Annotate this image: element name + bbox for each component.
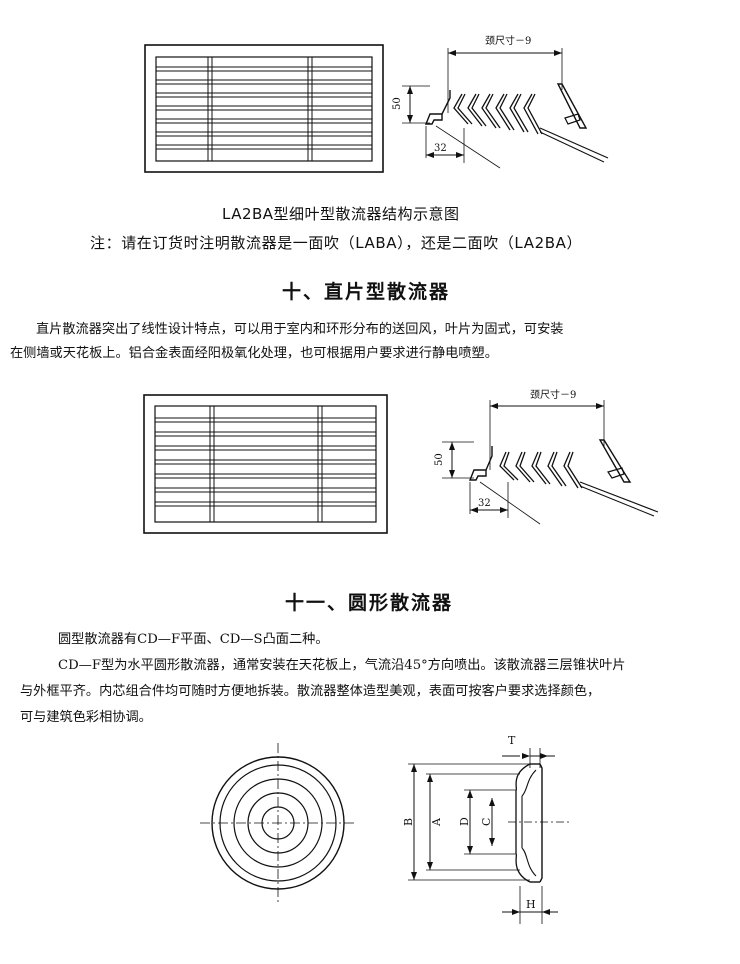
section10-heading: 十、直片型散流器 — [282, 281, 451, 303]
round-diffuser-section-view: T B A D C H — [402, 734, 570, 924]
section11-para2-line1: CD—F型为水平圆形散流器，通常安装在天花板上，气流沿45°方向喷出。该散流器三… — [58, 658, 626, 673]
label-a: A — [430, 817, 443, 827]
neck-size-dimension: 颈尺寸－9 — [485, 34, 531, 47]
order-note: 注：请在订货时注明散流器是一面吹（LABA），还是二面吹（LA2BA） — [90, 234, 583, 252]
grille-front-view-1 — [144, 44, 384, 173]
height-dimension: 50 — [392, 97, 403, 110]
neck-size-dimension-2: 颈尺寸－9 — [530, 388, 576, 401]
label-c: C — [480, 818, 493, 826]
section10-para-line2: 在侧墙或天花板上。铝合金表面经阳极氧化处理，也可根据用户要求进行静电喷塑。 — [10, 346, 498, 361]
grille-section-view-1: 颈尺寸－9 50 32 — [392, 34, 609, 169]
grille-front-view-2 — [143, 394, 388, 534]
label-b: B — [402, 818, 415, 826]
label-d: D — [458, 817, 471, 826]
round-diffuser-plan-view — [200, 743, 356, 903]
width-dimension: 32 — [434, 143, 447, 154]
label-t: T — [508, 734, 516, 747]
section11-para2-line2: 与外框平齐。内芯组合件均可随时方便地拆装。散流器整体造型美观，表面可按客户要求选… — [20, 684, 601, 699]
grille-section-view-2: 颈尺寸－9 50 32 — [434, 388, 659, 525]
figure1-caption: LA2BA型细叶型散流器结构示意图 — [222, 205, 460, 223]
label-h: H — [526, 898, 536, 911]
width-dimension-2: 32 — [478, 498, 491, 509]
section11-para2-line3: 可与建筑色彩相协调。 — [20, 710, 152, 725]
section11-para1: 圆型散流器有CD—F平面、CD—S凸面二种。 — [58, 632, 329, 647]
section11-heading: 十一、圆形散流器 — [285, 592, 454, 614]
section10-para-line1: 直片散流器突出了线性设计特点，可以用于室内和环形分布的送回风，叶片为固式，可安装 — [36, 322, 564, 337]
height-dimension-2: 50 — [434, 453, 445, 466]
